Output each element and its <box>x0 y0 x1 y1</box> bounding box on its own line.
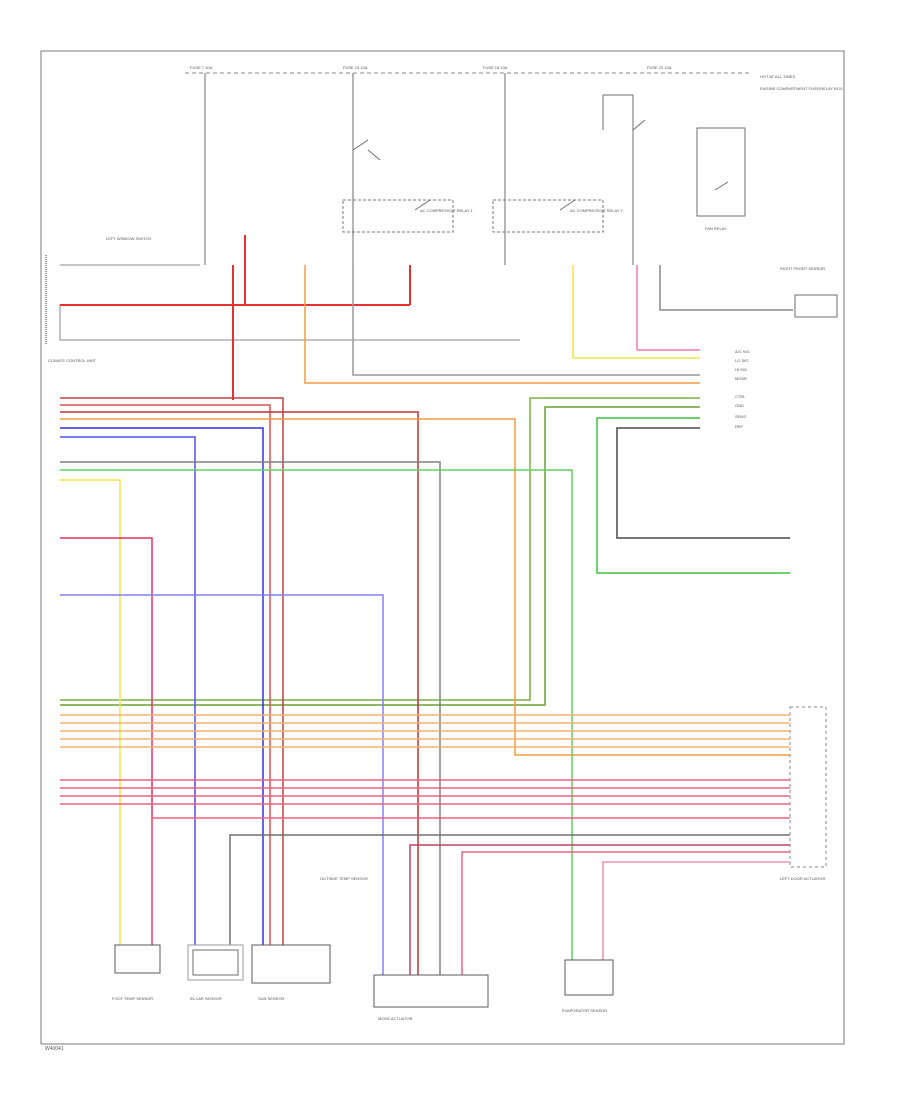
fan-relay-box <box>696 127 746 217</box>
diagram-border <box>40 50 845 1045</box>
conn-label-6: GND <box>735 403 744 408</box>
relay-1-label: AC COMPRESSOR RELAY 1 <box>420 208 474 213</box>
sun-sensor-label: SUN SENSOR <box>258 996 285 1001</box>
in-car-inner-box <box>192 949 239 976</box>
mode-actuator-box <box>373 974 489 1008</box>
green-wires <box>60 397 790 706</box>
fuse-label-d: FUSE 22 10A <box>647 65 672 70</box>
hot-label: HOT AT ALL TIMES <box>760 74 795 79</box>
fan-relay-label: FAN RELAY <box>705 226 727 231</box>
outside-sensor-label: OUTSIDE TEMP SENSOR <box>320 876 368 881</box>
orange-harness <box>60 714 790 748</box>
relay-labels: AC COMPRESSOR RELAY 1 AC COMPRESSOR RELA… <box>420 208 624 213</box>
left-colored-harness <box>60 397 790 975</box>
power-labels: FUSE 7 10A FUSE 15 10A FUSE 18 10A FUSE … <box>190 65 795 79</box>
fuse-label-a: FUSE 7 10A <box>190 65 213 70</box>
foot-sensor-label: FOOT TEMP SENSOR <box>112 996 153 1001</box>
fuse-label-c: FUSE 18 10A <box>483 65 508 70</box>
in-car-sensor-box <box>187 944 244 981</box>
pink-harness <box>60 779 790 945</box>
left-door-label: LEFT DOOR ACTUATOR <box>780 876 825 881</box>
control-unit-label: CLIMATE CONTROL UNIT <box>48 358 97 363</box>
conn-label-7: SENS <box>735 414 746 419</box>
switch-symbols <box>352 119 729 211</box>
right-lower-connector <box>789 706 827 868</box>
sun-sensor-box <box>251 944 331 984</box>
left-switch-label: LEFT WINDOW SWITCH <box>106 236 151 241</box>
relay-2-label: AC COMPRESSOR RELAY 2 <box>570 208 624 213</box>
upper-red-harness <box>60 235 411 400</box>
bottom-labels: FOOT TEMP SENSOR IN-CAR SENSOR SUN SENSO… <box>112 876 607 1021</box>
left-switch-area: LEFT WINDOW SWITCH <box>45 236 520 345</box>
foot-sensor-box <box>114 944 161 974</box>
conn-label-8: REF <box>735 424 744 429</box>
rh-sensor-label: RIGHT FRONT SENSOR <box>780 266 825 271</box>
fuse-label-b: FUSE 15 10A <box>343 65 368 70</box>
relay-boxes <box>342 199 604 233</box>
conn-label-3: HI SIG <box>735 367 747 372</box>
right-connector-labels: A/C SIG LO SIG HI SIG MODE CTRL GND SENS… <box>735 349 750 429</box>
footer-code: W40041 <box>45 1046 64 1052</box>
rh-sensor-box <box>794 294 838 318</box>
evaporator-label: EVAPORATOR SENSOR <box>562 1008 607 1013</box>
conn-label-4: MODE <box>735 376 747 381</box>
in-car-label: IN-CAR SENSOR <box>190 996 222 1001</box>
conn-label-1: A/C SIG <box>735 349 750 354</box>
lower-feeds <box>229 834 790 975</box>
conn-label-5: CTRL <box>735 394 746 399</box>
mode-actuator-label: MODE ACTUATOR <box>378 1016 413 1021</box>
feed-lines <box>204 73 634 265</box>
evaporator-sensor-box <box>564 959 614 996</box>
fan-relay-title: ENGINE COMPARTMENT FUSE/RELAY BOX <box>760 86 843 91</box>
upper-colored-wires <box>304 265 793 384</box>
bottom-components <box>114 944 614 1008</box>
relay-1-box <box>342 199 454 233</box>
conn-label-2: LO SIG <box>735 358 748 363</box>
relay-2-box <box>492 199 604 233</box>
